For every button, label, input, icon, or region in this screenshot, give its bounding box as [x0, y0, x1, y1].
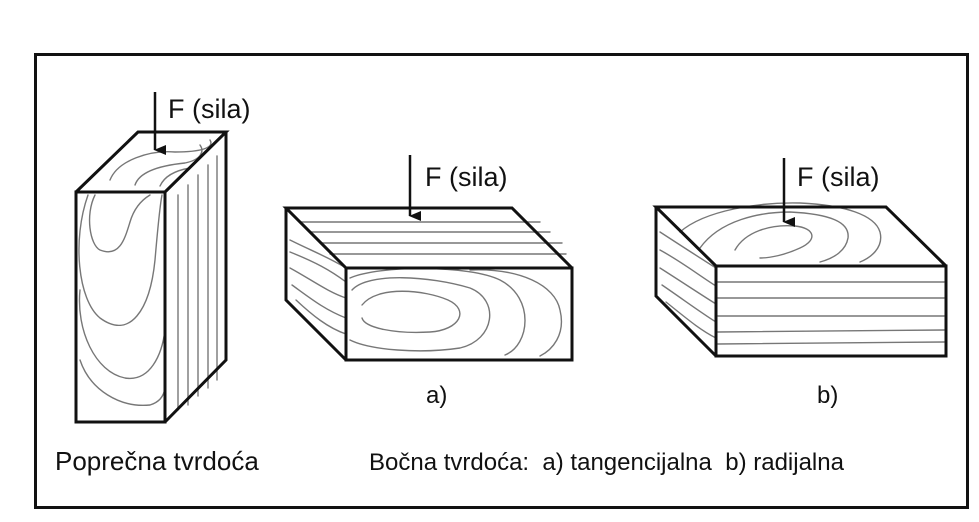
label-a: a): [426, 382, 447, 409]
block-tangential: [282, 206, 574, 362]
figure-frame: [34, 53, 969, 509]
caption-cross-section: Poprečna tvrdoća: [55, 446, 259, 476]
force-label-2: F (sila): [425, 162, 508, 192]
label-b: b): [817, 382, 838, 409]
force-label-1: F (sila): [168, 94, 251, 124]
block-cross-section: [74, 130, 230, 424]
caption-side-hardness: Bočna tvrdoća: a) tangencijalna b) radij…: [369, 449, 845, 476]
force-label-3: F (sila): [797, 162, 880, 192]
block-radial: [652, 202, 948, 358]
